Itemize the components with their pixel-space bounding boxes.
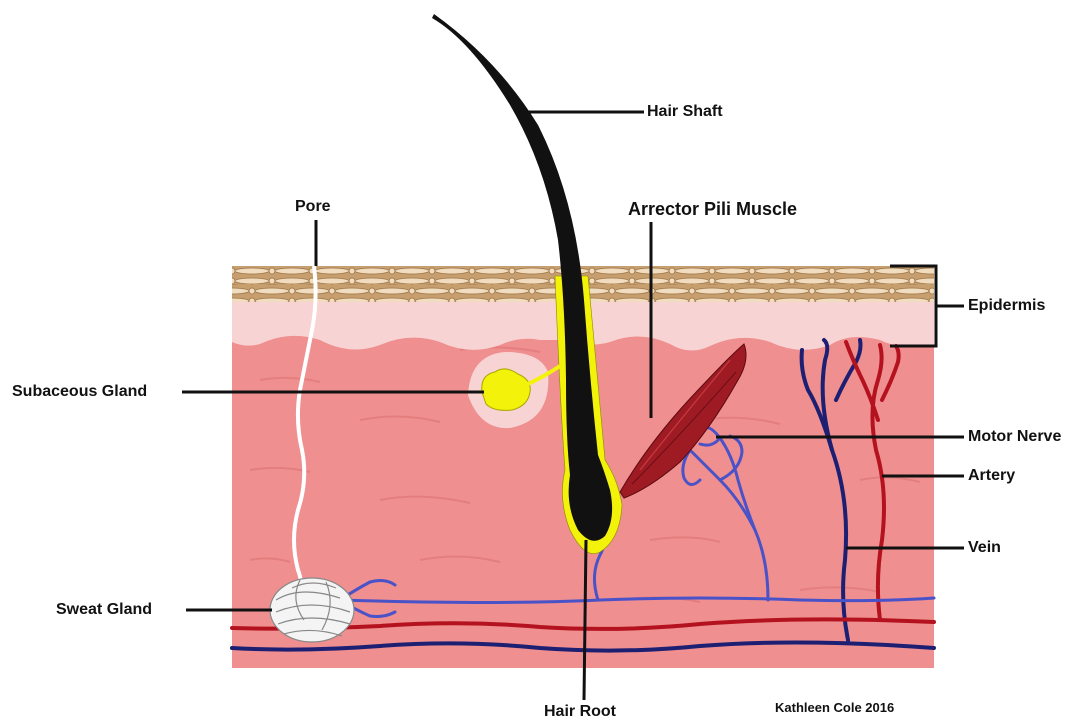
sweat-gland <box>270 578 354 642</box>
label-hair-shaft: Hair Shaft <box>647 104 723 120</box>
credit-text: Kathleen Cole 2016 <box>775 701 894 714</box>
label-subaceous-gland: Subaceous Gland <box>12 384 147 400</box>
label-artery: Artery <box>968 468 1015 484</box>
label-pore: Pore <box>295 199 331 215</box>
label-motor-nerve: Motor Nerve <box>968 429 1061 445</box>
label-sweat-gland: Sweat Gland <box>56 602 152 618</box>
label-epidermis: Epidermis <box>968 298 1045 314</box>
label-vein: Vein <box>968 540 1001 556</box>
label-arrector-pili-muscle: Arrector Pili Muscle <box>628 200 797 218</box>
hair-root-leader <box>584 540 586 700</box>
label-hair-root: Hair Root <box>544 704 616 720</box>
